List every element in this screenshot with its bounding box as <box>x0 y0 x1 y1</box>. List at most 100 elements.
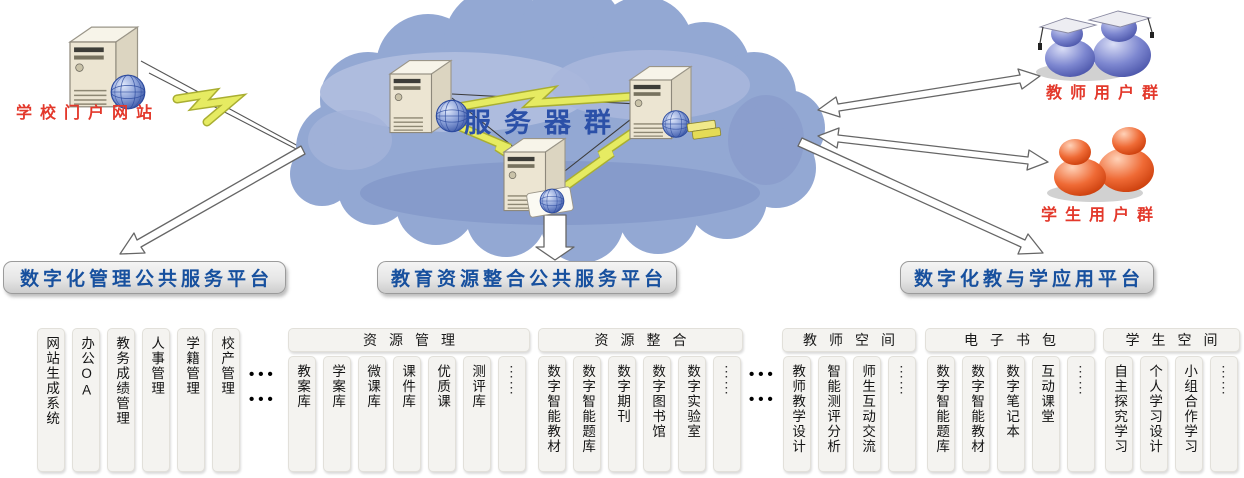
module-group-teacher-space: 教师教学设计 智能测评分析 师生互动交流 ⋮⋮ <box>783 356 916 472</box>
module-item: 自主探究学习 <box>1105 356 1133 472</box>
module-group-student-space: 自主探究学习 个人学习设计 小组合作学习 ⋮⋮ <box>1105 356 1238 472</box>
group-header-resource-integration: 资源整合 <box>538 328 743 352</box>
module-item: 数字智能教材 <box>962 356 990 472</box>
module-item: 个人学习设计 <box>1140 356 1168 472</box>
module-label: 数字智能题库 <box>934 364 950 454</box>
module-label: 学案库 <box>330 364 346 409</box>
module-item: 办公OA <box>72 328 100 472</box>
network-diagram-canvas <box>69 0 1154 262</box>
group-header-student-space: 学生空间 <box>1103 328 1240 352</box>
ellipsis-column: ⋮⋮ <box>713 356 741 472</box>
ellipsis-column: ⋮⋮ <box>498 356 526 472</box>
arrow-to-teacher-users <box>817 68 1041 118</box>
module-label: 教务成绩管理 <box>114 336 130 426</box>
portal-server-icon <box>69 26 146 110</box>
lightning-b-c-icon <box>561 121 647 191</box>
cloud-shape <box>290 0 825 262</box>
module-group-management: 网站生成系统 办公OA 教务成绩管理 人事管理 学籍管理 校产管理 <box>37 328 240 472</box>
module-label: 数字实验室 <box>685 364 701 439</box>
module-group-resource-management: 教案库 学案库 微课库 课件库 优质课 测评库 ⋮⋮ <box>288 356 526 472</box>
module-label: 师生互动交流 <box>860 364 876 454</box>
module-label: 数字图书馆 <box>650 364 666 439</box>
vertical-ellipsis: ⋮⋮ <box>1073 364 1090 396</box>
module-item: 师生互动交流 <box>853 356 881 472</box>
module-label: 网站生成系统 <box>44 336 60 426</box>
ellipsis-row: ••• <box>249 391 277 408</box>
module-label: 人事管理 <box>149 336 165 396</box>
group-header-teacher-space: 教师空间 <box>782 328 916 352</box>
module-item: 数字期刊 <box>608 356 636 472</box>
vertical-ellipsis: ⋮⋮ <box>1216 364 1233 396</box>
portal-label: 学校门户网站 <box>16 105 161 122</box>
module-label: 数字智能教材 <box>545 364 561 454</box>
module-group-e-schoolbag: 数字智能题库 数字智能教材 数字笔记本 互动课堂 ⋮⋮ <box>927 356 1095 472</box>
module-item: 校产管理 <box>212 328 240 472</box>
module-item: 小组合作学习 <box>1175 356 1203 472</box>
module-item: 微课库 <box>358 356 386 472</box>
books-icon <box>686 119 722 140</box>
globe-icon <box>539 188 565 214</box>
module-item: 数字笔记本 <box>997 356 1025 472</box>
module-label: 智能测评分析 <box>825 364 841 454</box>
ellipsis-column: ⋮⋮ <box>1210 356 1238 472</box>
ellipsis-column: ⋮⋮ <box>1067 356 1095 472</box>
module-label: 自主探究学习 <box>1112 364 1128 454</box>
module-label: 数字智能教材 <box>969 364 985 454</box>
module-label: 微课库 <box>365 364 381 409</box>
module-item: 测评库 <box>463 356 491 472</box>
module-group-resource-integration: 数字智能教材 数字智能题库 数字期刊 数字图书馆 数字实验室 ⋮⋮ <box>538 356 741 472</box>
platform-banner-resource-integration: 教育资源整合公共服务平台 <box>377 261 677 294</box>
student-group-label: 学生用户群 <box>1041 207 1162 224</box>
vertical-ellipsis: ⋮⋮ <box>504 364 521 396</box>
module-item: 课件库 <box>393 356 421 472</box>
globe-icon <box>435 99 469 133</box>
module-label: 数字智能题库 <box>580 364 596 454</box>
module-label: 数字期刊 <box>615 364 631 424</box>
module-label: 互动课堂 <box>1039 364 1055 424</box>
graduation-cap-icon <box>1038 17 1098 34</box>
lightning-a-b-icon <box>447 84 645 113</box>
module-item: 数字智能题库 <box>573 356 601 472</box>
module-label: 数字笔记本 <box>1004 364 1020 439</box>
module-item: 教师教学设计 <box>783 356 811 472</box>
module-item: 智能测评分析 <box>818 356 846 472</box>
graduation-cap-icon <box>1087 10 1152 28</box>
module-label: 学籍管理 <box>184 336 200 396</box>
module-item: 教案库 <box>288 356 316 472</box>
module-item: 数字实验室 <box>678 356 706 472</box>
vertical-ellipsis: ⋮⋮ <box>894 364 911 396</box>
module-label: 测评库 <box>470 364 486 409</box>
platform-banner-teaching-learning: 数字化教与学应用平台 <box>900 261 1154 294</box>
platform-banner-management: 数字化管理公共服务平台 <box>3 261 286 294</box>
lightning-portal-icon <box>172 87 248 127</box>
module-item: 数字智能题库 <box>927 356 955 472</box>
module-item: 教务成绩管理 <box>107 328 135 472</box>
module-label: 小组合作学习 <box>1182 364 1198 454</box>
module-item: 学籍管理 <box>177 328 205 472</box>
group-header-resource-management: 资源管理 <box>288 328 530 352</box>
cluster-server-c-icon <box>503 137 574 218</box>
module-item: 互动课堂 <box>1032 356 1060 472</box>
module-item: 数字图书馆 <box>643 356 671 472</box>
module-label: 校产管理 <box>219 336 235 396</box>
module-label: 课件库 <box>400 364 416 409</box>
student-users-icon <box>1047 127 1154 202</box>
module-item: 学案库 <box>323 356 351 472</box>
module-label: 教师教学设计 <box>790 364 806 454</box>
ellipsis-row: ••• <box>749 366 777 383</box>
module-item: 数字智能教材 <box>538 356 566 472</box>
ellipsis-row: ••• <box>749 391 777 408</box>
module-label: 个人学习设计 <box>1147 364 1163 454</box>
more-modules-ellipsis: ••• ••• <box>749 362 777 412</box>
module-label: 办公OA <box>79 336 95 399</box>
arrow-to-management-platform <box>119 145 306 255</box>
ellipsis-column: ⋮⋮ <box>888 356 916 472</box>
arrow-to-resource-platform <box>535 214 575 261</box>
more-modules-ellipsis: ••• ••• <box>249 362 277 412</box>
module-label: 教案库 <box>295 364 311 409</box>
teacher-group-label: 教师用户群 <box>1046 85 1167 102</box>
arrow-to-teaching-platform <box>797 137 1044 255</box>
ellipsis-row: ••• <box>249 366 277 383</box>
module-label: 优质课 <box>435 364 451 409</box>
